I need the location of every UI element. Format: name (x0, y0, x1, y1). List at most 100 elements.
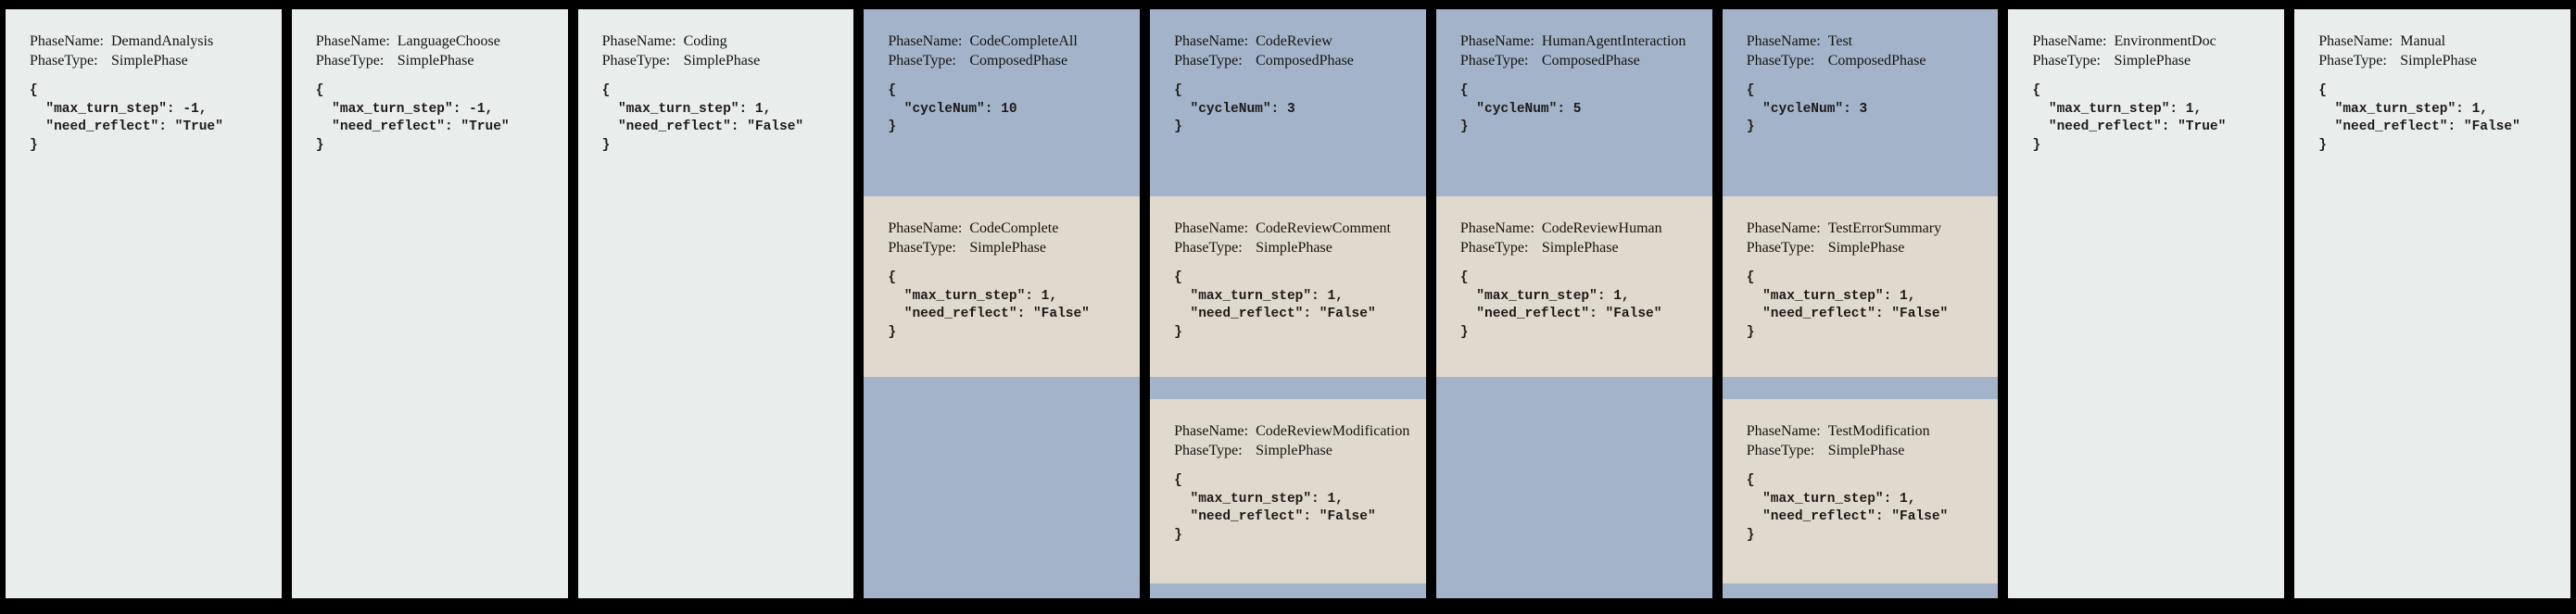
phase-column-manual: PhaseName:Manual PhaseType:SimplePhase {… (2294, 9, 2571, 598)
phase-name-value: CodeReview (1256, 33, 1332, 49)
phase-type-value: ComposedPhase (969, 53, 1068, 69)
phase-type-label: PhaseType: (315, 53, 385, 69)
phase-block: PhaseName:CodeReviewComment PhaseType:Si… (1150, 196, 1426, 342)
phase-block: PhaseName:Coding PhaseType:SimplePhase {… (578, 9, 854, 155)
phase-type-row: PhaseType: SimplePhase (1174, 441, 1413, 460)
phase-column-demand-analysis: PhaseName:DemandAnalysis PhaseType: Simpl… (6, 9, 282, 598)
phase-name-row: PhaseName: Test (1747, 31, 1986, 51)
phase-config-json: { "cycleNum": 5 } (1459, 83, 1582, 134)
phase-name-value: DemandAnalysis (111, 33, 214, 49)
phase-config-json: { "cycleNum": 3 } (1174, 83, 1295, 134)
phase-config-json: { "cycleNum": 3 } (1746, 83, 1868, 134)
phase-type-label: PhaseType: (30, 53, 98, 69)
phase-name-label: PhaseName: (1746, 33, 1821, 49)
phase-name-value: TestModification (1827, 423, 1930, 439)
phase-type-row: PhaseType: SimplePhase (2032, 51, 2271, 70)
phase-type-row: PhaseType: SimplePhase (1747, 441, 1986, 460)
phase-name-value: CodeCompleteAll (969, 33, 1078, 49)
phase-config-json: { "max_turn_step": -1, "need_reflect": "… (315, 83, 510, 153)
phase-column-language-choose: PhaseName:LanguageChoose PhaseType:Simpl… (291, 9, 568, 598)
phase-name-row: PhaseName: CodeReviewModification (1174, 421, 1413, 441)
phase-block: PhaseName: TestErrorSummary PhaseType: Sim… (1723, 196, 1999, 342)
phase-name-label: PhaseName: (1746, 220, 1821, 236)
phase-name-value: Test (1827, 33, 1853, 49)
phase-block: PhaseName:DemandAnalysis PhaseType: Simpl… (6, 9, 282, 155)
phase-type-label: PhaseType: (1459, 240, 1529, 256)
phase-type-label: PhaseType: (1746, 443, 1815, 458)
phase-type-value: SimplePhase (1827, 443, 1905, 458)
phase-block: PhaseName:LanguageChoose PhaseType:Simpl… (292, 9, 568, 155)
phase-column-environment-doc: PhaseName:EnvironmentDoc PhaseType:Simpl… (2008, 9, 2285, 598)
phase-name-row: PhaseName: TestErrorSummary (1747, 219, 1986, 238)
phase-type-row: PhaseType:SimplePhase (316, 51, 555, 70)
phase-config-json: { "cycleNum": 10 } (888, 83, 1017, 134)
phase-type-value: SimplePhase (111, 53, 188, 69)
phase-block: PhaseName: CodeReview PhaseType: ComposedP… (1150, 9, 1426, 137)
phase-config-json: { "max_turn_step": 1, "need_reflect": "F… (1174, 270, 1376, 340)
sub-phase-block-test-error-summary: PhaseName: TestErrorSummary PhaseType: Sim… (1722, 196, 1999, 377)
phase-type-label: PhaseType: (1174, 240, 1243, 256)
phase-type-row: PhaseType: SimplePhase (1747, 238, 1986, 257)
phase-config-json: { "max_turn_step": 1, "need_reflect": "F… (1746, 473, 1949, 543)
phase-config-json: { "max_turn_step": 1, "need_reflect": "F… (888, 270, 1090, 340)
phase-name-value: TestErrorSummary (1827, 220, 1942, 236)
phase-type-row: PhaseType: ComposedPhase (1747, 51, 1986, 70)
phase-type-row: PhaseType: SimplePhase (1460, 238, 1699, 257)
phase-type-label: PhaseType: (1174, 53, 1243, 69)
phase-type-label: PhaseType: (1174, 443, 1243, 458)
phase-type-value: ComposedPhase (1541, 53, 1640, 69)
phase-name-label: PhaseName: (888, 220, 963, 236)
phase-name-label: PhaseName: (2032, 33, 2107, 49)
phase-name-row: PhaseName: HumanAgentInteraction (1460, 31, 1699, 51)
phase-type-row: PhaseType:SimplePhase (2318, 51, 2557, 70)
phase-type-value: SimplePhase (1827, 240, 1905, 256)
phase-type-row: PhaseType: ComposedPhase (888, 51, 1127, 70)
phase-name-row: PhaseName: TestModification (1747, 421, 1986, 441)
phase-name-row: PhaseName:CodeCompleteAll (888, 31, 1127, 51)
sub-phase-block-code-complete: PhaseName:CodeComplete PhaseType:SimpleP… (864, 196, 1141, 377)
phase-type-value: ComposedPhase (1256, 53, 1354, 69)
phase-config-json: { "max_turn_step": 1, "need_reflect": "F… (1174, 473, 1376, 543)
phase-name-row: PhaseName:CodeComplete (888, 219, 1127, 238)
phase-column-test: PhaseName: Test PhaseType: ComposedPhase {… (1722, 9, 1999, 598)
phase-name-label: PhaseName: (1174, 423, 1249, 439)
phase-type-value: SimplePhase (683, 53, 761, 69)
phase-name-label: PhaseName: (315, 33, 390, 49)
phase-name-row: PhaseName:DemandAnalysis (30, 31, 269, 51)
phase-name-label: PhaseName: (1459, 33, 1534, 49)
phase-name-value: CodeReviewModification (1256, 423, 1410, 439)
phase-column-code-review: PhaseName: CodeReview PhaseType: ComposedP… (1150, 9, 1426, 598)
phase-block: PhaseName: CodeReviewModification PhaseTy… (1150, 399, 1426, 545)
phase-block: PhaseName: Test PhaseType: ComposedPhase {… (1723, 9, 1999, 137)
sub-phase-block-test-modification: PhaseName: TestModification PhaseType: Sim… (1722, 399, 1999, 583)
phase-name-value: Manual (2400, 33, 2446, 49)
phase-block: PhaseName: HumanAgentInteraction PhaseTyp… (1436, 9, 1712, 137)
phase-type-value: SimplePhase (969, 240, 1047, 256)
phase-type-label: PhaseType: (888, 53, 956, 69)
phase-name-label: PhaseName: (1746, 423, 1821, 439)
phase-name-value: CodeReviewHuman (1541, 220, 1662, 236)
phase-type-value: SimplePhase (1256, 443, 1332, 458)
phase-type-label: PhaseType: (1746, 240, 1815, 256)
phase-name-row: PhaseName: CodeReview (1174, 31, 1413, 51)
phase-type-label: PhaseType: (2032, 53, 2101, 69)
phase-column-coding: PhaseName:Coding PhaseType:SimplePhase {… (577, 9, 854, 598)
phase-config-json: { "max_turn_step": 1, "need_reflect": "F… (2318, 83, 2520, 153)
phase-name-value: HumanAgentInteraction (1541, 33, 1686, 49)
phase-type-row: PhaseType: ComposedPhase (1174, 51, 1413, 70)
phase-name-row: PhaseName:LanguageChoose (316, 31, 555, 51)
phase-block: PhaseName:Manual PhaseType:SimplePhase {… (2294, 9, 2570, 155)
phase-type-value: ComposedPhase (1827, 53, 1926, 69)
phase-name-value: CodeReviewComment (1256, 220, 1391, 236)
phase-type-value: SimplePhase (1541, 240, 1619, 256)
phase-type-label: PhaseType: (1746, 53, 1815, 69)
phase-config-json: { "max_turn_step": 1, "need_reflect": "F… (601, 83, 804, 153)
phase-type-label: PhaseType: (1459, 53, 1529, 69)
phase-block: PhaseName:CodeReviewHuman PhaseType:Simp… (1436, 196, 1712, 342)
phase-name-label: PhaseName: (601, 33, 676, 49)
phase-type-row: PhaseType: SimplePhase (30, 51, 269, 70)
phase-type-value: SimplePhase (2114, 53, 2191, 69)
phase-type-row: PhaseType: ComposedPhase (1460, 51, 1699, 70)
phase-name-label: PhaseName: (1174, 33, 1249, 49)
phase-type-value: SimplePhase (1256, 240, 1332, 256)
